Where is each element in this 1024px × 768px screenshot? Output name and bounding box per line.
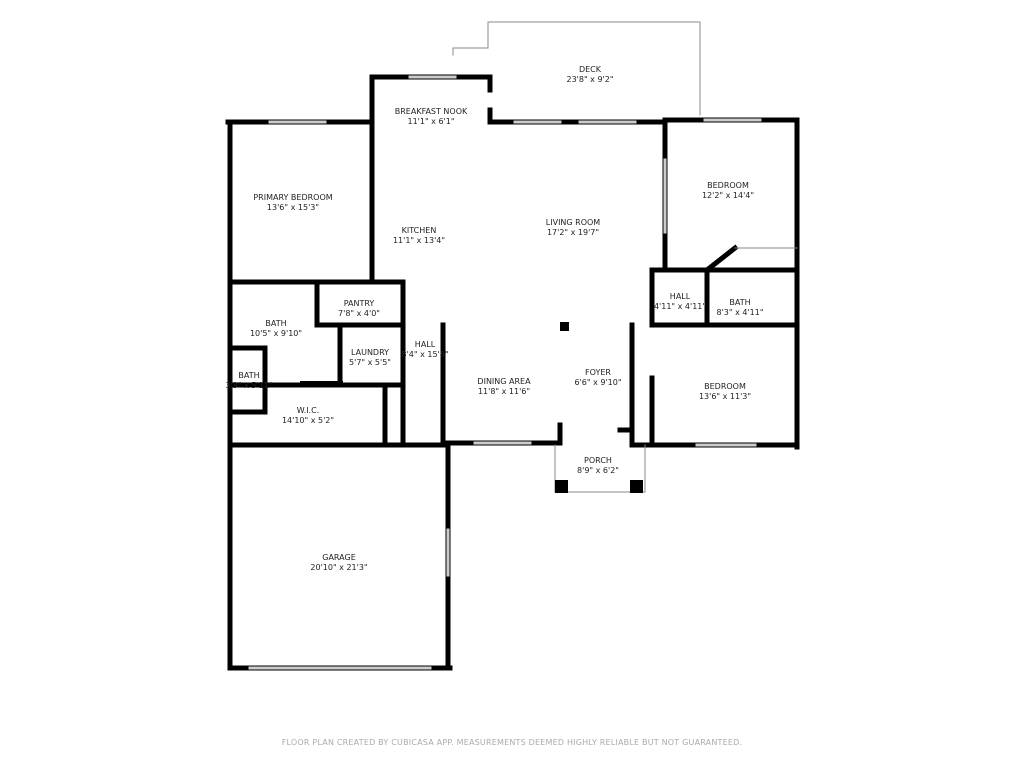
room-size: 10'5" x 9'10"	[249, 329, 303, 338]
room-size: 6'6" x 9'10"	[574, 378, 622, 387]
room-size: 14'10" x 5'2"	[281, 416, 335, 425]
room-size: 5'7" x 5'5"	[349, 358, 391, 367]
wall	[703, 244, 739, 274]
room-size: 13'6" x 15'3"	[266, 203, 320, 212]
room-size: 8'4" x 15'8"	[401, 350, 449, 359]
room-label: W.I.C.14'10" x 5'2"	[282, 406, 334, 426]
room-size: 8'9" x 6'2"	[577, 466, 619, 475]
room-name: BREAKFAST NOOK	[394, 107, 468, 116]
room-name: W.I.C.	[296, 406, 320, 415]
room-size: 7'8" x 4'0"	[338, 309, 380, 318]
column	[555, 480, 568, 493]
room-name: BATH	[238, 371, 260, 380]
room-name: BEDROOM	[707, 181, 749, 190]
room-name: FOYER	[585, 368, 611, 377]
room-size: 17'2" x 19'7"	[546, 228, 600, 237]
room-name: KITCHEN	[401, 226, 437, 235]
room-name: DECK	[578, 65, 602, 74]
column	[630, 480, 643, 493]
room-name: HALL	[414, 340, 436, 349]
room-name: LIVING ROOM	[545, 218, 601, 227]
room-size: 13'6" x 11'3"	[698, 392, 752, 401]
room-size: 11'1" x 6'1"	[407, 117, 455, 126]
room-name: DINING AREA	[477, 377, 531, 386]
room-name: LAUNDRY	[350, 348, 390, 357]
disclaimer-footer: FLOOR PLAN CREATED BY CUBICASA APP. MEAS…	[281, 738, 743, 747]
column	[560, 322, 569, 331]
room-name: BATH	[729, 298, 751, 307]
room-size: 23'8" x 9'2"	[566, 75, 614, 84]
room-name: GARAGE	[322, 553, 356, 562]
room-name: PRIMARY BEDROOM	[253, 193, 333, 202]
room-size: 8'3" x 4'11"	[716, 308, 764, 317]
room-size: 3'3" x 5'11"	[225, 381, 273, 390]
room-name: BATH	[265, 319, 287, 328]
room-name: PORCH	[584, 456, 612, 465]
room-size: 11'8" x 11'6"	[477, 387, 531, 396]
room-name: HALL	[669, 292, 691, 301]
room-size: 20'10" x 21'3"	[310, 563, 368, 572]
room-name: BEDROOM	[704, 382, 746, 391]
room-size: 12'2" x 14'4"	[701, 191, 755, 200]
room-size: 11'1" x 13'4"	[392, 236, 446, 245]
room-size: 4'11" x 4'11"	[653, 302, 707, 311]
room-name: PANTRY	[343, 299, 375, 308]
